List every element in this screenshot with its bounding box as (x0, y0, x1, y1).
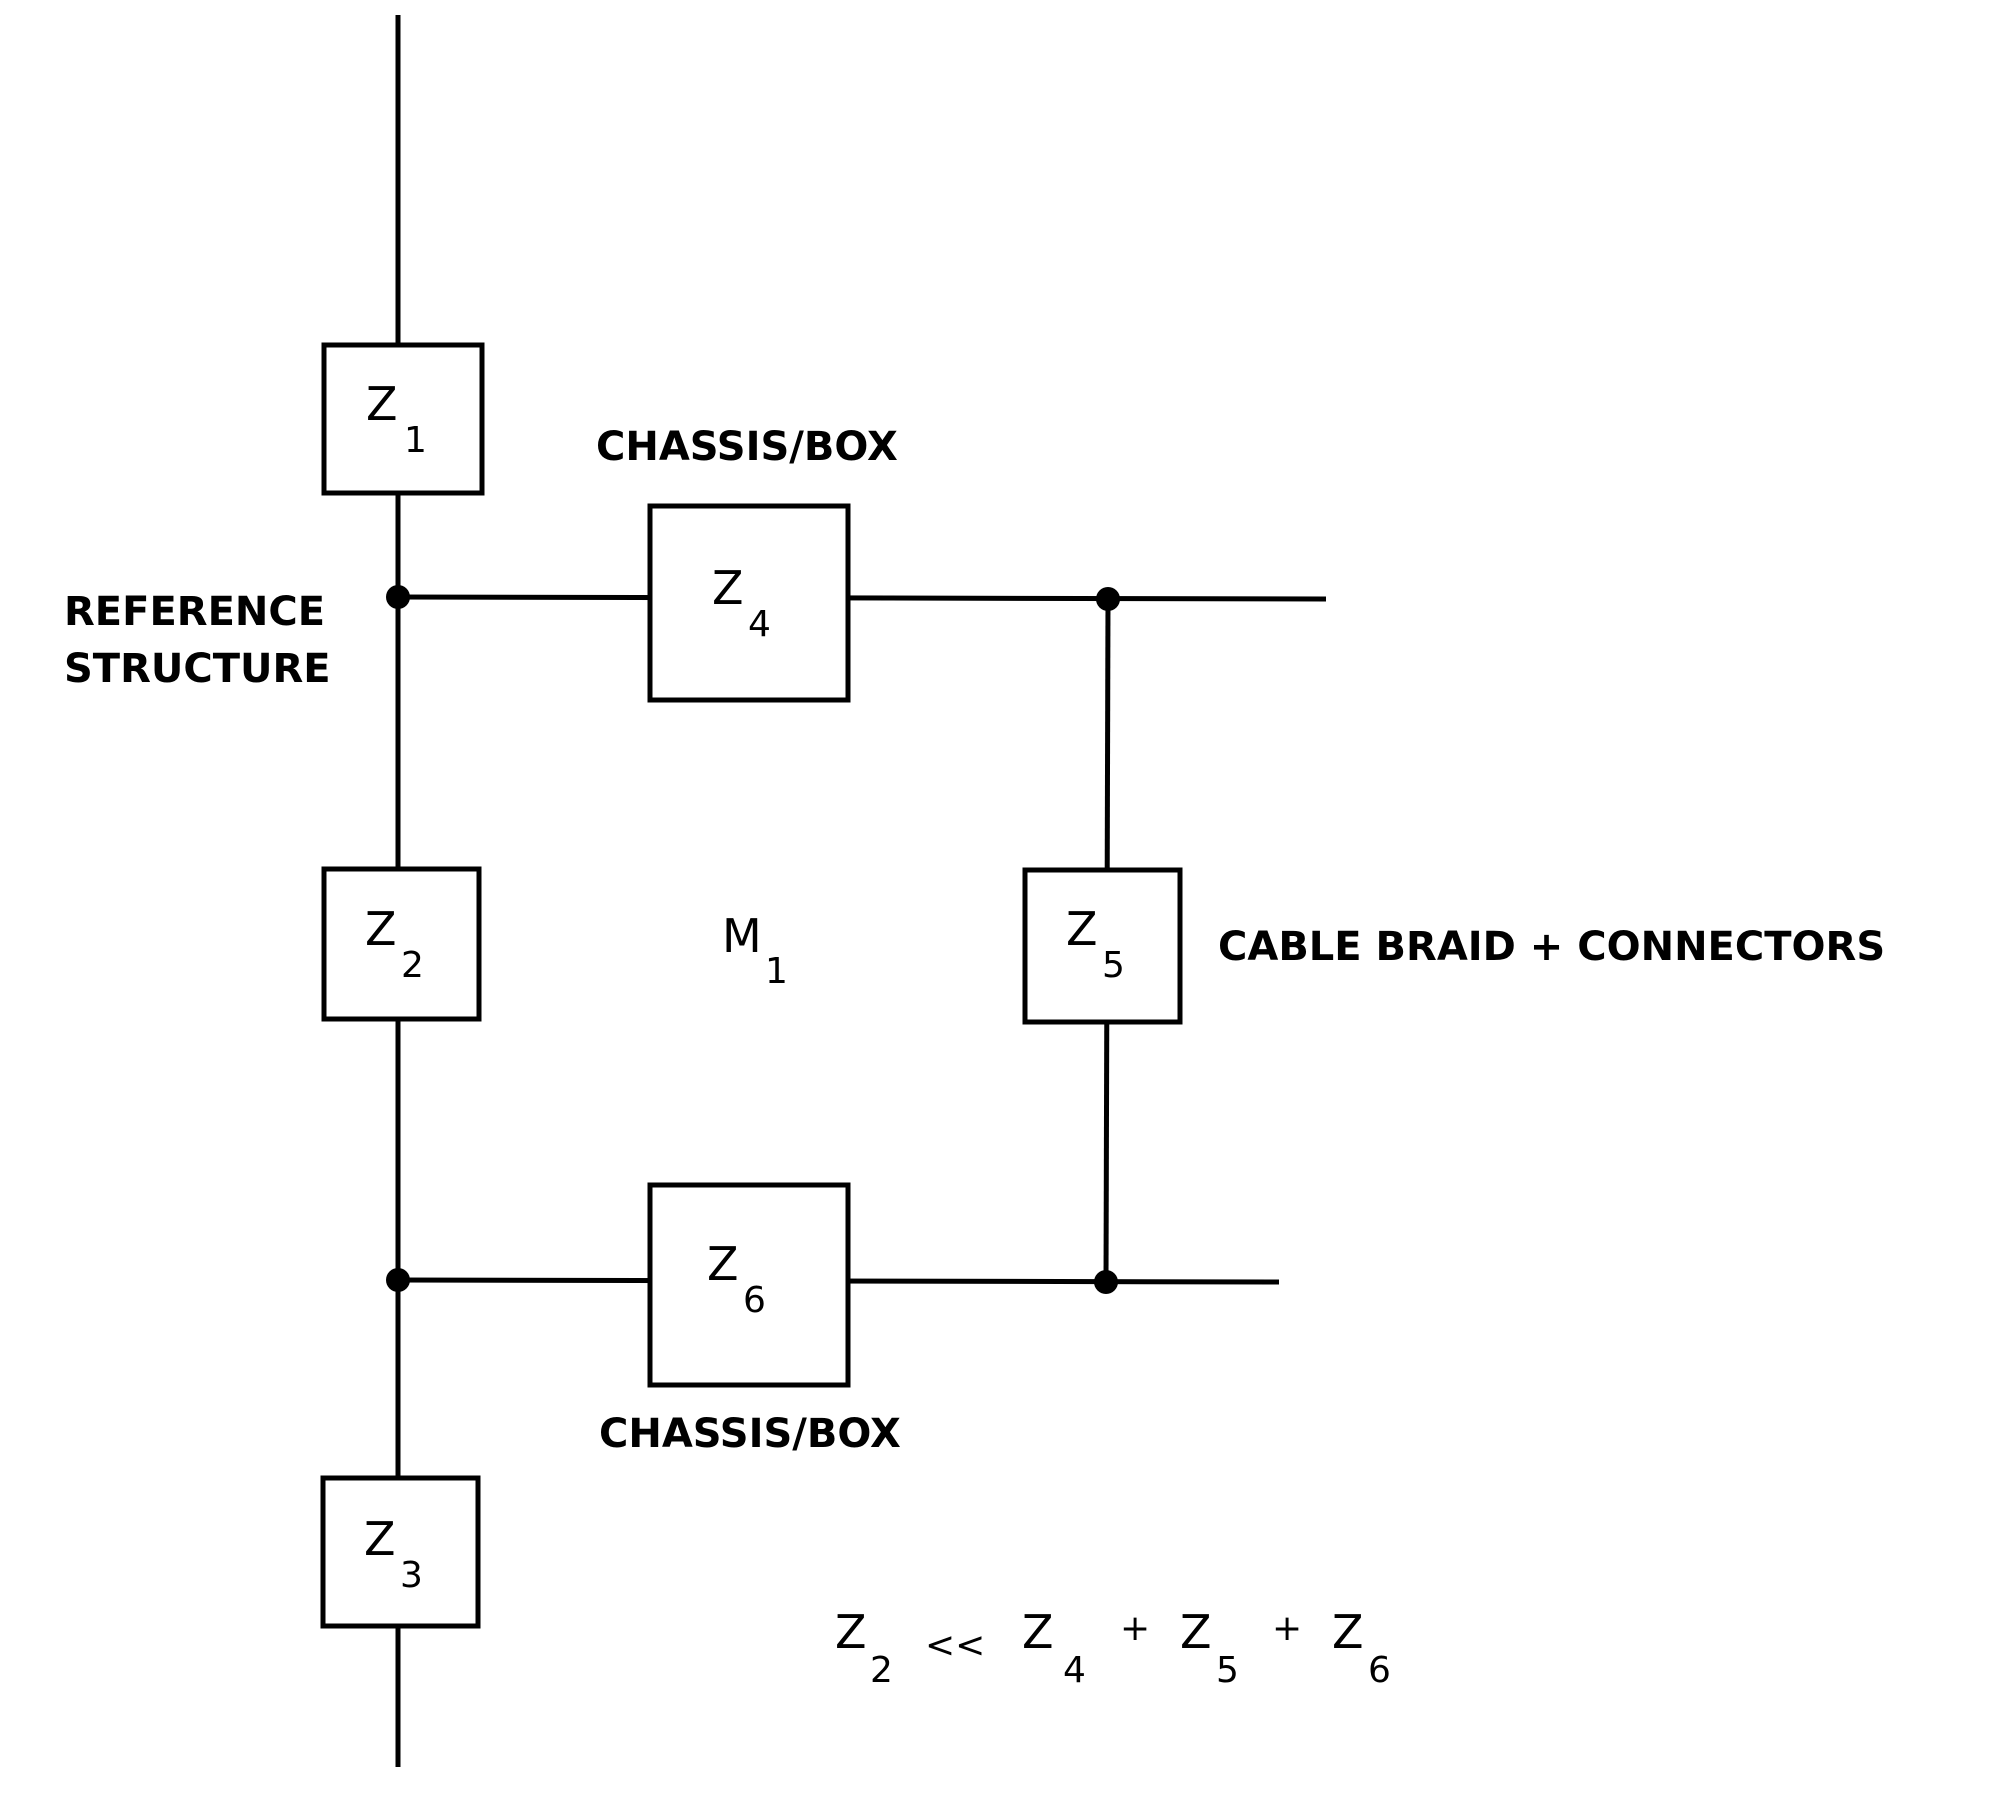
equation-term3-subscript: 6 (1368, 1650, 1391, 1691)
z2-subscript: 2 (401, 945, 424, 986)
equation-term2-symbol: Z (1180, 1605, 1212, 1659)
equation-plus-1: + (1120, 1608, 1150, 1649)
z3-subscript: 3 (400, 1555, 423, 1596)
z1-subscript: 1 (404, 420, 427, 461)
m1-subscript: 1 (765, 951, 788, 992)
z6-subscript: 6 (743, 1280, 766, 1321)
equation-term2-subscript: 5 (1216, 1650, 1239, 1691)
z5-symbol: Z (1066, 902, 1098, 956)
chassis-box-label-top: CHASSIS/BOX (596, 424, 898, 470)
equation-term1-symbol: Z (1022, 1605, 1054, 1659)
equation-relation: << (925, 1625, 985, 1666)
impedance-box-z1: Z 1 (321, 342, 485, 496)
equation-lhs-symbol: Z (835, 1605, 867, 1659)
z4-subscript: 4 (748, 604, 771, 645)
z3-symbol: Z (364, 1512, 396, 1566)
equation-term3-symbol: Z (1332, 1605, 1364, 1659)
chassis-box-label-bottom: CHASSIS/BOX (599, 1411, 901, 1457)
junction-dot-bottom-left (386, 1268, 410, 1292)
impedance-box-z2: Z 2 (321, 866, 482, 1022)
impedance-box-z4: Z 4 (647, 503, 851, 703)
z2-symbol: Z (365, 902, 397, 956)
reference-structure-label-line1: REFERENCE (64, 589, 325, 635)
top-branch-wire (397, 594, 1327, 602)
z4-symbol: Z (712, 561, 744, 615)
impedance-box-z3: Z 3 (320, 1475, 481, 1629)
reference-structure-label-line2: STRUCTURE (64, 646, 331, 692)
m1-symbol: M (722, 909, 762, 963)
z5-subscript: 5 (1102, 945, 1125, 986)
impedance-box-z6: Z 6 (647, 1182, 851, 1388)
loop-label-m1: M 1 (722, 909, 788, 992)
junction-dot-bottom-right (1094, 1270, 1118, 1294)
z6-symbol: Z (707, 1237, 739, 1291)
equation-lhs-subscript: 2 (870, 1650, 893, 1691)
equation-plus-2: + (1272, 1608, 1302, 1649)
impedance-box-z5: Z 5 (1022, 867, 1183, 1025)
impedance-equation: Z 2 << Z 4 + Z 5 + Z 6 (835, 1605, 1391, 1691)
equation-term1-subscript: 4 (1063, 1650, 1086, 1691)
junction-dot-top-left (386, 585, 410, 609)
junction-dot-top-right (1096, 587, 1120, 611)
cable-braid-label: CABLE BRAID + CONNECTORS (1218, 924, 1885, 970)
z1-symbol: Z (366, 377, 398, 431)
